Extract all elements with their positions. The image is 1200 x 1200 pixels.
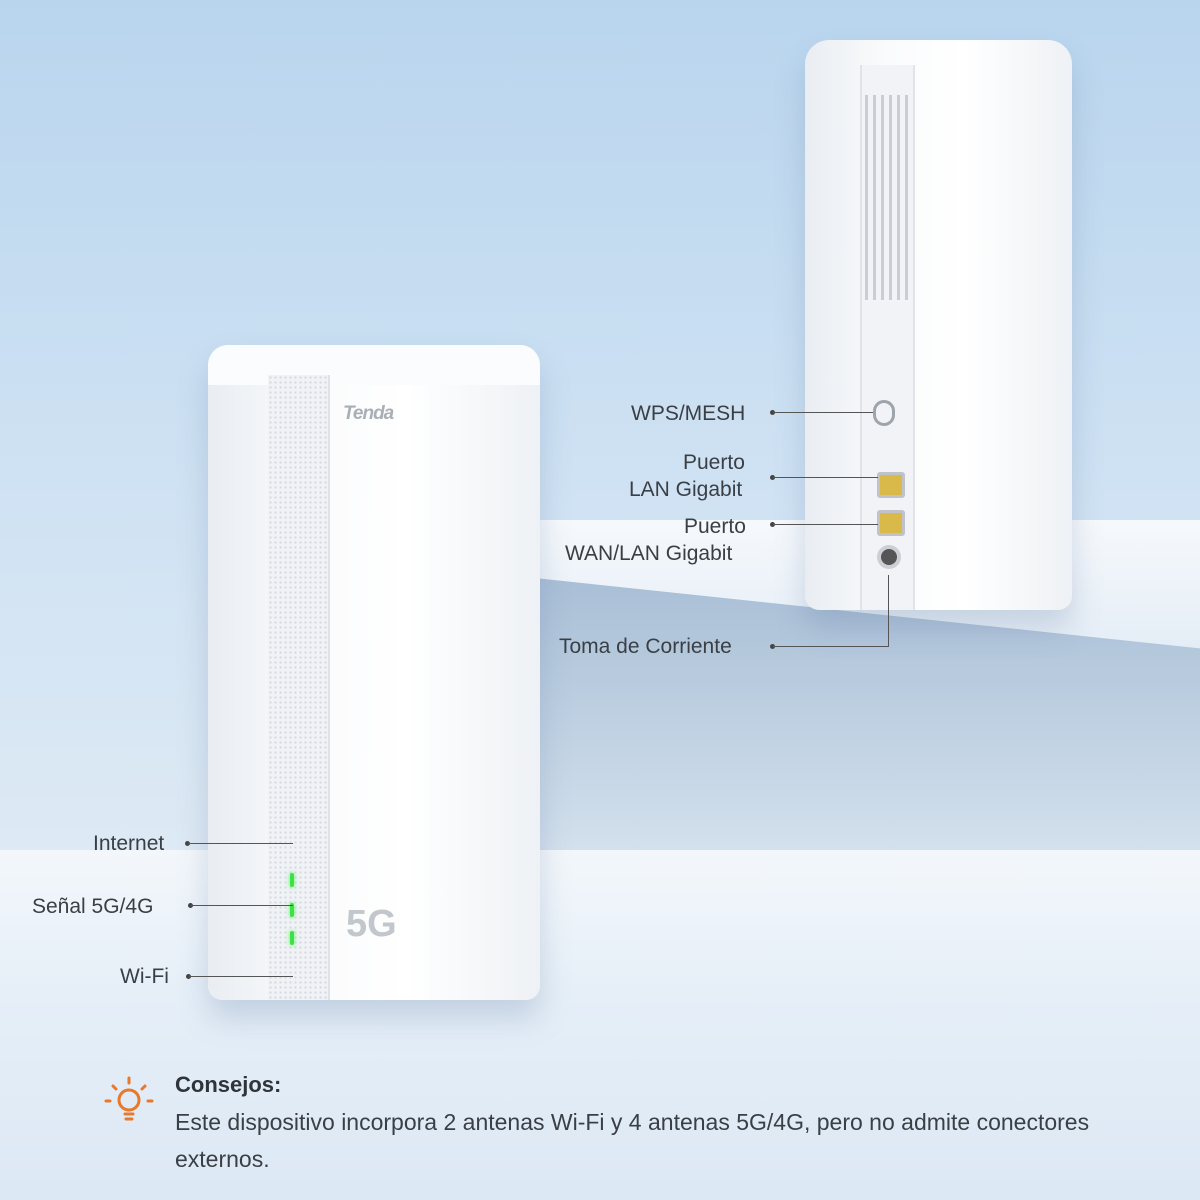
tip-body: Este dispositivo incorpora 2 antenas Wi-… xyxy=(175,1109,1090,1172)
callout-line xyxy=(888,575,889,647)
callout-dot xyxy=(185,841,190,846)
wps-button xyxy=(873,400,895,426)
router-front-view: Tenda 5G xyxy=(208,345,540,1000)
callout-dot xyxy=(770,644,775,649)
label-wan-1: Puerto xyxy=(684,515,746,538)
callout-dot xyxy=(770,475,775,480)
callout-line xyxy=(773,412,873,413)
label-power: Toma de Corriente xyxy=(559,635,732,658)
lightbulb-icon xyxy=(104,1076,154,1121)
floor xyxy=(0,850,1200,1200)
lan-port xyxy=(877,472,905,498)
router-back-view xyxy=(805,40,1072,610)
callout-dot xyxy=(186,974,191,979)
label-lan-1: Puerto xyxy=(683,451,745,474)
callout-line xyxy=(773,646,889,647)
signal-led xyxy=(290,903,294,917)
callout-line xyxy=(191,905,293,906)
router-cap xyxy=(208,345,540,385)
callout-line xyxy=(773,524,878,525)
label-wan-2: WAN/LAN Gigabit xyxy=(565,542,733,565)
callout-dot xyxy=(188,903,193,908)
callout-dot xyxy=(770,410,775,415)
callout-line xyxy=(773,477,878,478)
label-wps: WPS/MESH xyxy=(631,402,746,425)
label-lan-2: LAN Gigabit xyxy=(629,478,743,501)
callout-dot xyxy=(770,522,775,527)
5g-badge: 5G xyxy=(346,903,397,945)
internet-led xyxy=(290,873,294,887)
router-grill xyxy=(268,375,330,1000)
callout-line xyxy=(188,843,293,844)
brand-logo: Tenda xyxy=(343,403,394,424)
label-internet: Internet xyxy=(93,832,165,855)
tip-title: Consejos: xyxy=(175,1072,282,1097)
label-signal: Señal 5G/4G xyxy=(32,895,154,918)
callout-line xyxy=(189,976,293,977)
label-wifi: Wi-Fi xyxy=(120,965,169,988)
vent xyxy=(865,95,910,300)
power-jack xyxy=(877,545,901,569)
wan-port xyxy=(877,510,905,536)
wifi-led xyxy=(290,931,294,945)
